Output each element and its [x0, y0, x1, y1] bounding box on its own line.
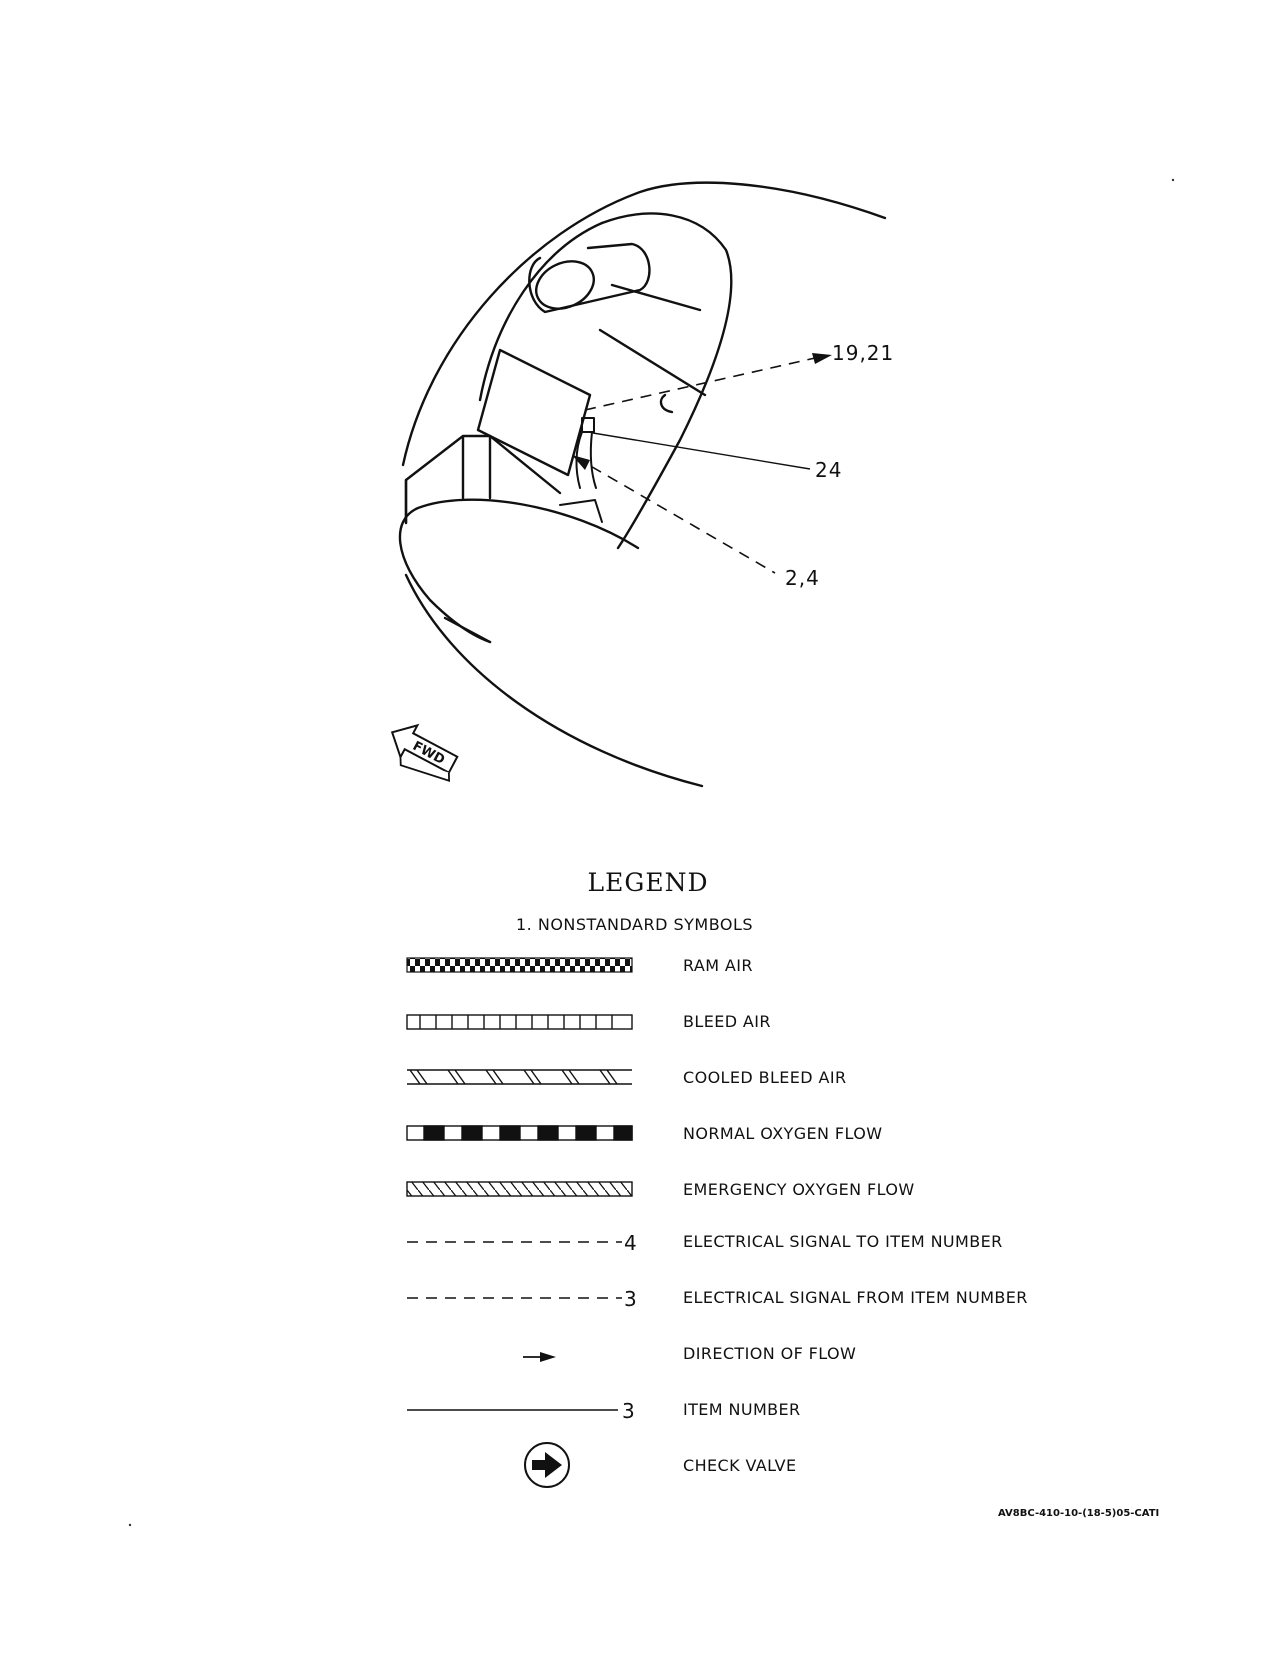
legend-label-electrical-signal-to: ELECTRICAL SIGNAL TO ITEM NUMBER — [683, 1232, 1003, 1251]
electrical-signal-to-number: 4 — [624, 1231, 637, 1255]
callout-19-21: 19,21 — [832, 341, 894, 365]
leader-2-4-arrowhead — [572, 455, 590, 470]
scan-speck — [1171, 178, 1175, 182]
legend-subtitle: 1. NONSTANDARD SYMBOLS — [516, 915, 753, 934]
leader-24 — [592, 432, 811, 470]
legend-row-bleed-air: BLEED AIR — [406, 1012, 771, 1031]
legend-row-item-number: 3 ITEM NUMBER — [407, 1399, 801, 1423]
legend-row-emergency-oxygen-flow: EMERGENCY OXYGEN FLOW — [406, 1180, 915, 1199]
direction-of-flow-arrow-icon — [523, 1352, 556, 1362]
leader-19-21 — [584, 357, 816, 411]
legend-row-ram-air: RAM AIR — [406, 956, 753, 975]
fuselage-lower-contour — [404, 573, 704, 788]
scan-speck — [128, 1523, 132, 1527]
legend-label-item-number: ITEM NUMBER — [683, 1400, 801, 1419]
leader-2-4 — [574, 456, 776, 574]
fuselage-inner-rim — [600, 212, 733, 550]
legend-label-cooled-bleed-air: COOLED BLEED AIR — [683, 1068, 847, 1087]
equipment-box — [476, 348, 592, 477]
bay-box — [404, 434, 562, 525]
normal-oxygen-flow-symbol — [406, 1125, 633, 1141]
item-number-number: 3 — [622, 1399, 635, 1423]
electrical-signal-from-number: 3 — [624, 1287, 637, 1311]
legend-row-cooled-bleed-air: COOLED BLEED AIR — [407, 1068, 847, 1087]
legend-label-ram-air: RAM AIR — [683, 956, 753, 975]
legend-row-electrical-signal-from: 3 ELECTRICAL SIGNAL FROM ITEM NUMBER — [407, 1287, 1028, 1311]
legend-label-normal-oxygen-flow: NORMAL OXYGEN FLOW — [683, 1124, 882, 1143]
legend-row-direction-of-flow: DIRECTION OF FLOW — [523, 1344, 856, 1363]
legend-label-check-valve: CHECK VALVE — [683, 1456, 797, 1475]
leader-lines — [572, 353, 832, 574]
leader-19-21-arrowhead — [812, 353, 832, 364]
legend-label-bleed-air: BLEED AIR — [683, 1012, 771, 1031]
cooled-bleed-air-symbol — [407, 1069, 632, 1085]
fuselage-outer-contour — [401, 181, 887, 467]
legend-label-emergency-oxygen-flow: EMERGENCY OXYGEN FLOW — [683, 1180, 915, 1199]
bleed-air-symbol — [406, 1014, 633, 1030]
ram-air-symbol — [406, 957, 633, 973]
fwd-arrow-icon: FWD — [390, 723, 459, 782]
aircraft-nose-illustration — [398, 181, 887, 788]
legend-row-check-valve: CHECK VALVE — [524, 1442, 797, 1488]
callout-2-4: 2,4 — [785, 566, 820, 590]
legend-row-electrical-signal-to: 4 ELECTRICAL SIGNAL TO ITEM NUMBER — [407, 1231, 1003, 1255]
legend-row-normal-oxygen-flow: NORMAL OXYGEN FLOW — [406, 1124, 882, 1143]
legend-label-electrical-signal-from: ELECTRICAL SIGNAL FROM ITEM NUMBER — [683, 1288, 1028, 1307]
legend-label-direction-of-flow: DIRECTION OF FLOW — [683, 1344, 856, 1363]
opening-left-edge — [478, 221, 604, 402]
cylinder — [528, 242, 651, 314]
document-id: AV8BC-410-10-(18-5)05-CATI — [998, 1508, 1159, 1519]
emergency-oxygen-flow-symbol — [406, 1181, 633, 1197]
callout-24: 24 — [815, 458, 842, 482]
check-valve-icon — [524, 1442, 570, 1488]
legend-title: LEGEND — [588, 868, 709, 897]
